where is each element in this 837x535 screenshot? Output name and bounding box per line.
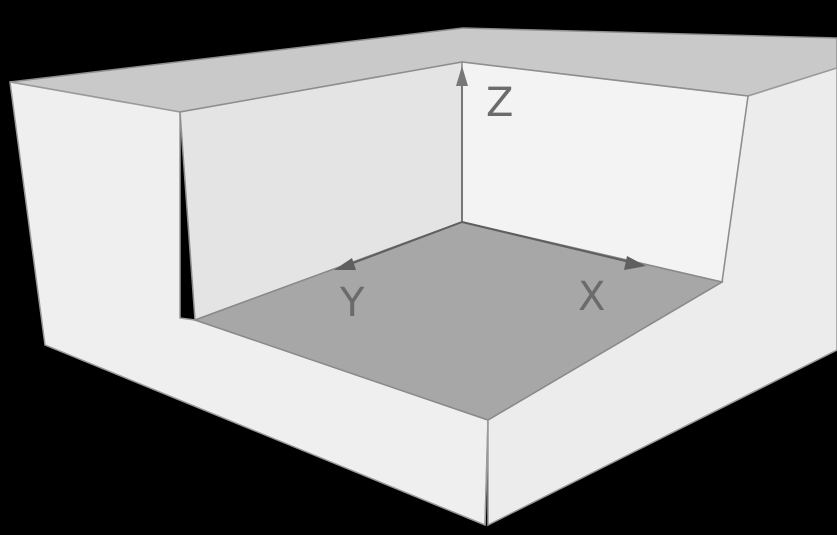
z-axis-arrowhead bbox=[456, 66, 468, 86]
front-edge bbox=[484, 419, 489, 526]
x-axis bbox=[461, 221, 646, 270]
z-axis-label: Z bbox=[486, 80, 513, 126]
x-axis-arrowhead bbox=[624, 256, 646, 270]
y-axis-arrowhead bbox=[334, 258, 356, 270]
y-axis bbox=[334, 221, 463, 270]
x-axis-label: X bbox=[578, 274, 605, 320]
z-axis bbox=[456, 66, 468, 222]
y-axis-label: Y bbox=[339, 280, 365, 326]
